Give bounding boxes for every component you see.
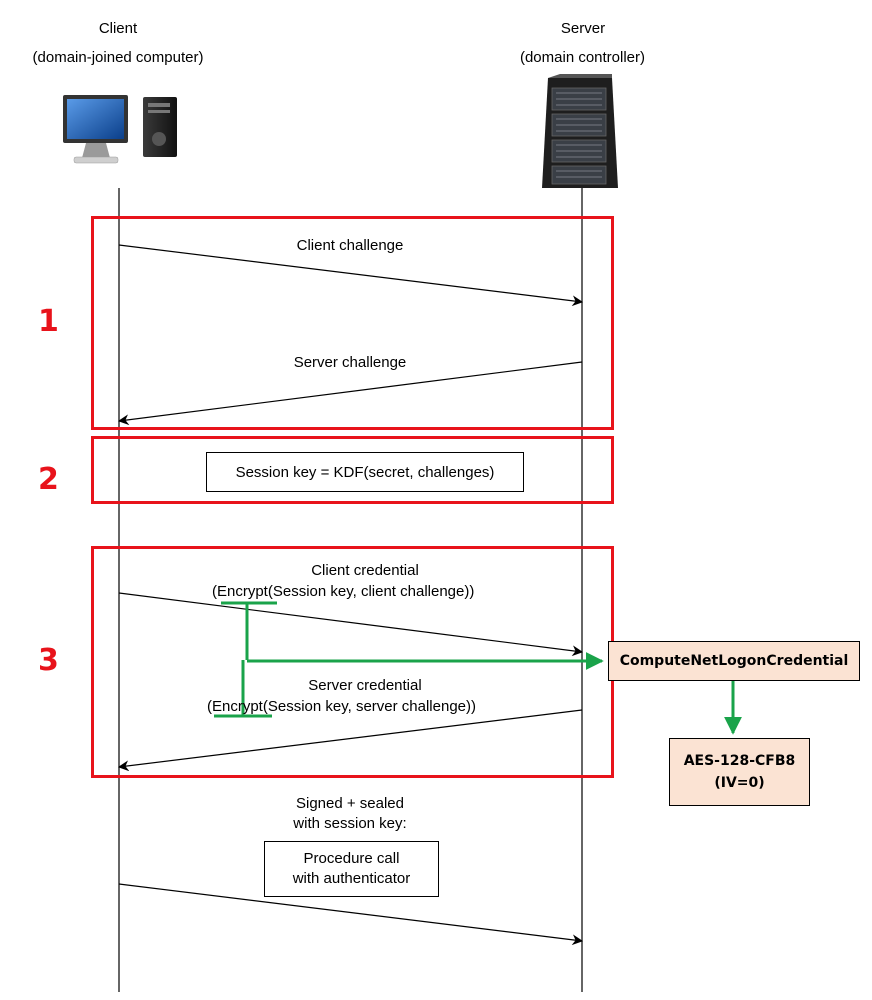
client-title: Client xyxy=(98,20,138,37)
compute-netlogon-credential-box: ComputeNetLogonCredential xyxy=(608,641,860,681)
client-credential-arrow xyxy=(118,592,584,657)
client-credential-formula: (Encrypt(Session key, client challenge)) xyxy=(212,583,474,600)
client-credential-open: ( xyxy=(212,583,217,600)
server-credential-args: (Session key, server challenge)) xyxy=(262,698,477,715)
signed-sealed-line1: Signed + sealed xyxy=(295,795,404,812)
aes-cfb8-box: AES-128-CFB8 (IV=0) xyxy=(669,738,810,806)
server-title: Server xyxy=(560,20,606,37)
procedure-call-line2: with authenticator xyxy=(292,870,411,887)
procedure-call-arrow xyxy=(118,883,584,946)
server-subtitle: (domain controller) xyxy=(519,49,646,66)
encrypt-highlight-connector xyxy=(214,601,742,735)
server-challenge-label: Server challenge xyxy=(293,354,407,371)
client-challenge-label: Client challenge xyxy=(296,237,404,254)
client-challenge-arrow xyxy=(118,244,584,307)
server-credential-title: Server credential xyxy=(308,677,422,694)
server-rack-icon xyxy=(542,74,618,188)
client-credential-args: (Session key, client challenge)) xyxy=(267,583,475,600)
procedure-call-box: Procedure call with authenticator xyxy=(264,841,439,897)
procedure-call-line1: Procedure call xyxy=(303,850,400,867)
step-2-number: 2 xyxy=(38,462,59,497)
client-encrypt-word: Encrypt xyxy=(217,583,268,600)
session-key-box: Session key = KDF(secret, challenges) xyxy=(206,452,524,492)
step-2-frame xyxy=(91,436,614,504)
step-3-frame xyxy=(91,546,614,778)
signed-sealed-line2: with session key: xyxy=(293,815,407,832)
step-1-number: 1 xyxy=(38,304,59,339)
desktop-computer-icon xyxy=(63,95,177,164)
server-credential-formula: (Encrypt(Session key, server challenge)) xyxy=(207,698,476,715)
server-credential-arrow xyxy=(117,709,583,772)
step-1-frame xyxy=(91,216,614,430)
aes-iv-label: (IV=0) xyxy=(714,775,765,791)
server-challenge-arrow xyxy=(117,361,583,426)
step-3-number: 3 xyxy=(38,643,59,678)
aes-cfb8-label: AES-128-CFB8 xyxy=(683,753,796,769)
server-encrypt-word: Encrypt xyxy=(212,698,263,715)
client-subtitle: (domain-joined computer) xyxy=(32,49,204,66)
server-credential-open: ( xyxy=(207,698,212,715)
client-credential-title: Client credential xyxy=(311,562,419,579)
